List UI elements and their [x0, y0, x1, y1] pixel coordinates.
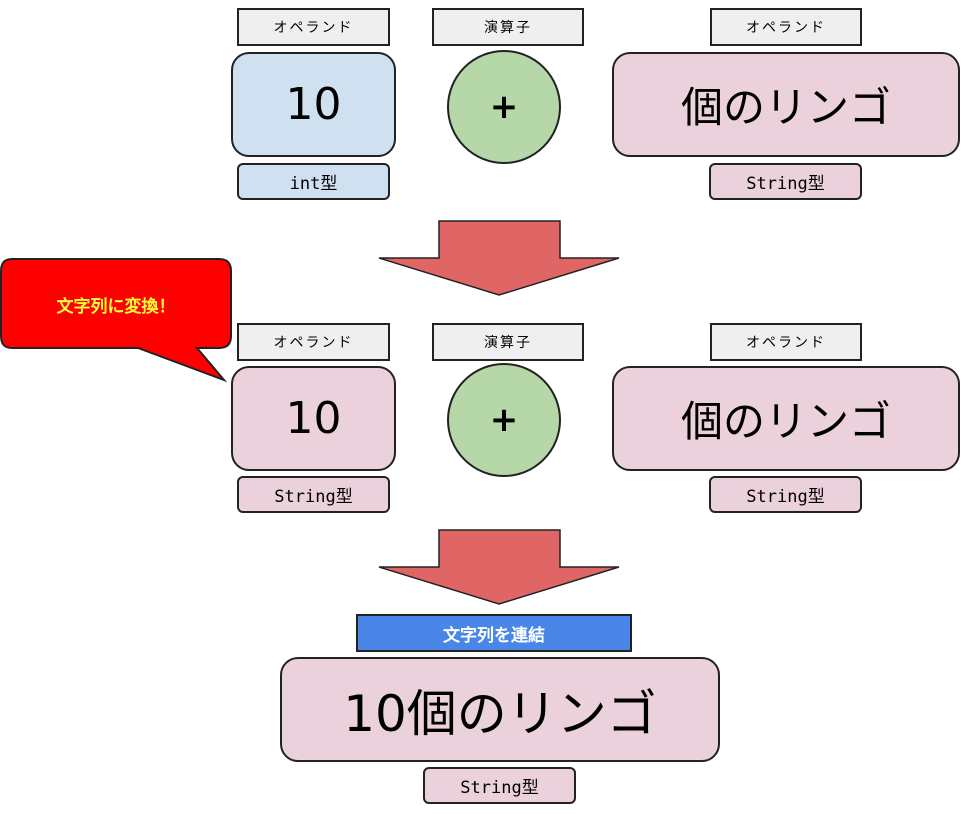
row1-operator-label: 演算子	[432, 8, 584, 46]
callout-text: 文字列に変換！	[56, 296, 176, 317]
row2-right-value: 個のリンゴ	[680, 397, 891, 446]
result-value: 10個のリンゴ	[343, 684, 657, 743]
row1-right-value-box: 個のリンゴ	[612, 52, 960, 157]
row1-left-type: int型	[237, 163, 390, 200]
row1-left-label: オペランド	[237, 8, 390, 46]
concat-label: 文字列を連結	[356, 614, 632, 652]
row2-right-label: オペランド	[710, 323, 862, 361]
row1-left-value-box: 10	[231, 52, 396, 157]
row2-left-value: 10	[285, 393, 342, 444]
row2-right-value-box: 個のリンゴ	[612, 366, 960, 471]
row2-operator-label: 演算子	[432, 323, 584, 361]
callout-bubble	[0, 258, 232, 383]
result-type: String型	[423, 767, 576, 804]
down-arrow-icon	[378, 220, 620, 296]
row2-left-value-box: 10	[231, 366, 396, 471]
row2-right-type: String型	[709, 476, 862, 513]
row1-right-value: 個のリンゴ	[680, 83, 891, 132]
row1-plus-operator: +	[447, 50, 561, 164]
result-value-box: 10個のリンゴ	[280, 657, 720, 762]
row2-left-type: String型	[237, 476, 390, 513]
row1-left-value: 10	[285, 79, 342, 130]
down-arrow-icon	[378, 529, 620, 605]
row2-left-label: オペランド	[237, 323, 390, 361]
row1-right-label: オペランド	[710, 8, 862, 46]
row1-right-type: String型	[709, 163, 862, 200]
row2-plus-operator: +	[447, 363, 561, 477]
